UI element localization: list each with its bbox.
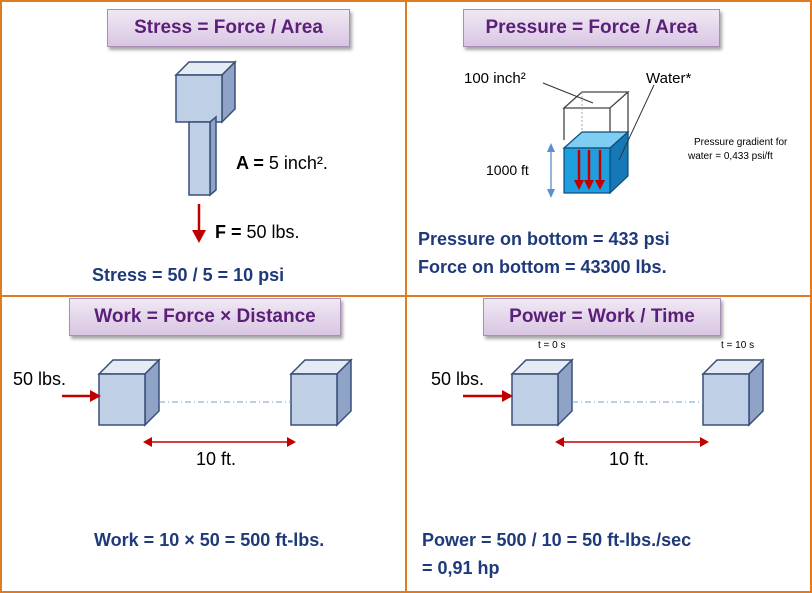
power-distance-label: 10 ft. [609, 449, 650, 469]
work-block-start [98, 373, 146, 426]
stress-panel: Stress = Force / Area A = 5 inch². F = 5… [0, 0, 406, 296]
work-panel: Work = Force × Distance 50 lbs. 10 ft. W… [0, 296, 406, 593]
power-force-label: 50 lbs. [431, 369, 485, 389]
water-front [563, 147, 611, 194]
pressure-column-top-face [562, 91, 630, 109]
power-block-end [702, 373, 750, 426]
stress-area-label: A = 5 inch². [236, 153, 328, 173]
work-result: Work = 10 × 50 = 500 ft-lbs. [94, 530, 325, 550]
pressure-panel: Pressure = Force / Area [406, 0, 812, 296]
power-result: Power = 500 / 10 = 50 ft-lbs./sec [422, 530, 692, 550]
stress-result: Stress = 50 / 5 = 10 psi [92, 265, 285, 285]
stress-stem-side [209, 115, 217, 197]
pressure-figure [542, 82, 655, 198]
force-result: Force on bottom = 43300 lbs. [418, 257, 667, 277]
gradient-note-line1: Pressure gradient for [694, 137, 788, 148]
work-distance-label: 10 ft. [196, 449, 237, 469]
pressure-area-label: 100 inch² [464, 70, 526, 87]
power-block-start [511, 373, 559, 426]
height-label: 1000 ft [486, 162, 529, 178]
stress-block-front-face [175, 74, 223, 123]
water-label: Water* [646, 70, 692, 87]
stress-figure [174, 60, 237, 243]
water-leader-line [618, 84, 655, 161]
power-time-end: t = 10 s [721, 340, 755, 351]
work-force-label: 50 lbs. [13, 369, 67, 389]
power-panel: Power = Work / Time t = 0 s t = 10 s 50 … [406, 296, 812, 593]
stress-stem-front [188, 121, 211, 196]
power-time-start: t = 0 s [538, 340, 566, 351]
gradient-note-line2: water = 0,433 psi/ft [688, 151, 773, 162]
stress-force-label: F = 50 lbs. [215, 222, 300, 242]
pressure-result: Pressure on bottom = 433 psi [418, 229, 670, 249]
stress-force-arrowhead [192, 230, 206, 243]
work-block-end [290, 373, 338, 426]
power-hp-result: = 0,91 hp [422, 558, 500, 578]
